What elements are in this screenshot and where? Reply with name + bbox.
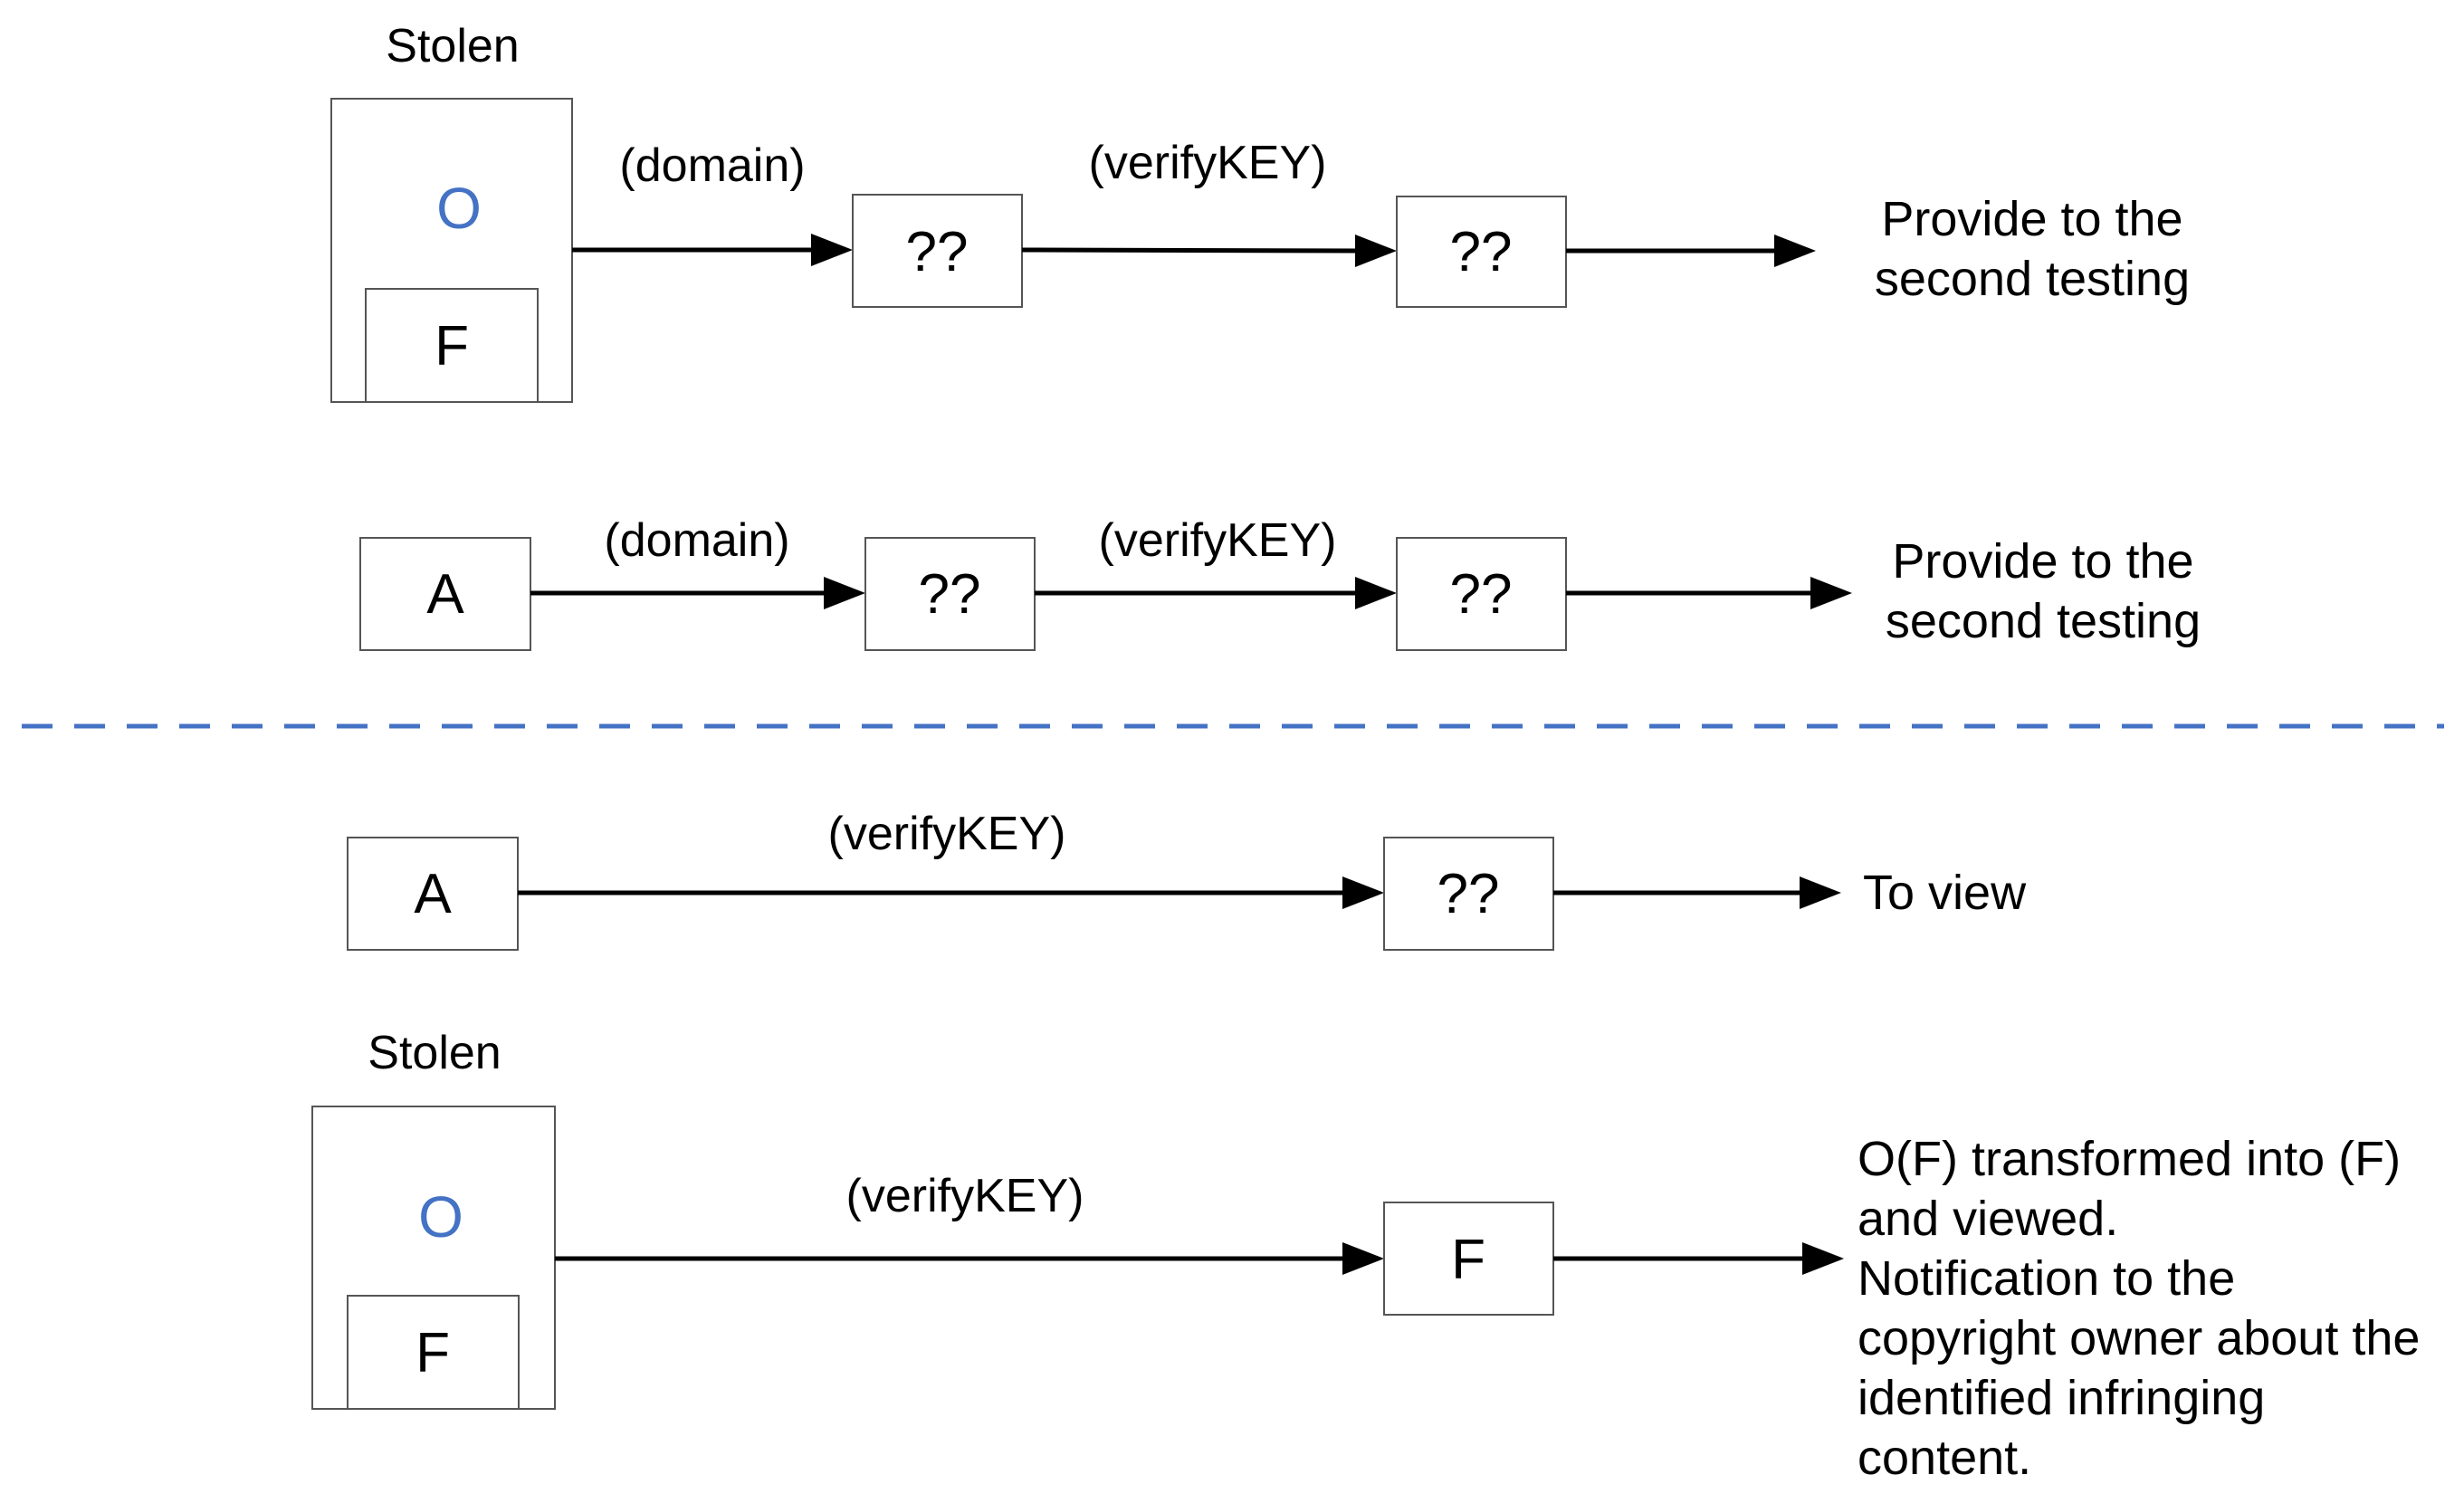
flow1-box2 <box>852 194 1023 308</box>
flow1-edge1-label: (domain) <box>619 139 805 192</box>
flow3-edge2-arrowhead <box>1800 876 1841 909</box>
flow2-box2-label: ?? <box>919 563 981 626</box>
flow4-edge2-arrowhead <box>1802 1242 1844 1275</box>
flow4-stolen-label: Stolen <box>368 1027 501 1079</box>
flow3-start-label: A <box>414 863 452 925</box>
flow2-edge2-label: (verifyKEY) <box>1099 514 1337 567</box>
flow3-edge-label: (verifyKEY) <box>828 808 1066 860</box>
flow4-output-line-5: identified infringing <box>1858 1371 2265 1425</box>
flow1-edge2-label: (verifyKEY) <box>1089 137 1327 189</box>
flow3-start-box <box>347 837 519 951</box>
flow1-edge1-arrowhead <box>811 234 853 266</box>
flow3-edge1-arrowhead <box>1342 876 1384 909</box>
flow2-start-label: A <box>426 563 464 626</box>
flow1-edge2-line <box>1021 247 1361 254</box>
flow4-inner-box <box>347 1295 520 1410</box>
flow4-edge1-arrowhead <box>1342 1242 1384 1275</box>
flow2-box2 <box>864 537 1036 651</box>
flow2-output-line-2: second testing <box>1886 594 2201 648</box>
flow4-edge-label: (verifyKEY) <box>846 1170 1084 1222</box>
flow3-output: To view <box>1863 866 2027 920</box>
flow-3: A (verifyKEY) ?? To view <box>347 808 2027 951</box>
flow3-box-label: ?? <box>1437 863 1500 925</box>
flow4-output-line-6: content. <box>1858 1431 2031 1485</box>
flow1-inner-box <box>365 288 539 403</box>
flow2-output-line-1: Provide to the <box>1892 534 2193 589</box>
flow1-box2-label: ?? <box>906 221 969 283</box>
flow2-edge3-arrowhead <box>1810 577 1852 609</box>
flow4-inner-label: F <box>415 1322 450 1384</box>
flow1-output-line-1: Provide to the <box>1881 192 2182 246</box>
flow1-stolen-label: Stolen <box>386 20 519 72</box>
flow4-output-line-1: O(F) transformed into (F) <box>1858 1132 2401 1186</box>
flow1-outer-label: O <box>436 176 482 241</box>
flow1-edge2-arrowhead <box>1355 235 1397 267</box>
flow4-box <box>1383 1202 1554 1316</box>
flow-1: Stolen O F (domain) ?? (verifyKEY) ?? Pr… <box>330 20 2190 403</box>
flow-2: A (domain) ?? (verifyKEY) ?? Provide to … <box>359 514 2201 651</box>
flow2-box3-label: ?? <box>1450 563 1513 626</box>
flow-4: Stolen O F (verifyKEY) F O(F) transforme… <box>311 1027 2420 1485</box>
flow4-output-line-3: Notification to the <box>1858 1251 2235 1306</box>
flow2-edge1-label: (domain) <box>604 514 789 567</box>
flow2-edge1-arrowhead <box>824 577 865 609</box>
flow4-output-line-2: and viewed. <box>1858 1192 2118 1246</box>
flow1-inner-label: F <box>435 315 469 378</box>
flow1-edge3-arrowhead <box>1774 235 1816 267</box>
flow1-output-line-2: second testing <box>1875 252 2190 306</box>
flow4-outer-label: O <box>418 1184 463 1250</box>
flow1-box3-label: ?? <box>1450 221 1513 283</box>
flow4-output-line-4: copyright owner about the <box>1858 1311 2420 1365</box>
flow4-box-label: F <box>1451 1229 1485 1291</box>
flow2-edge2-arrowhead <box>1355 577 1397 609</box>
